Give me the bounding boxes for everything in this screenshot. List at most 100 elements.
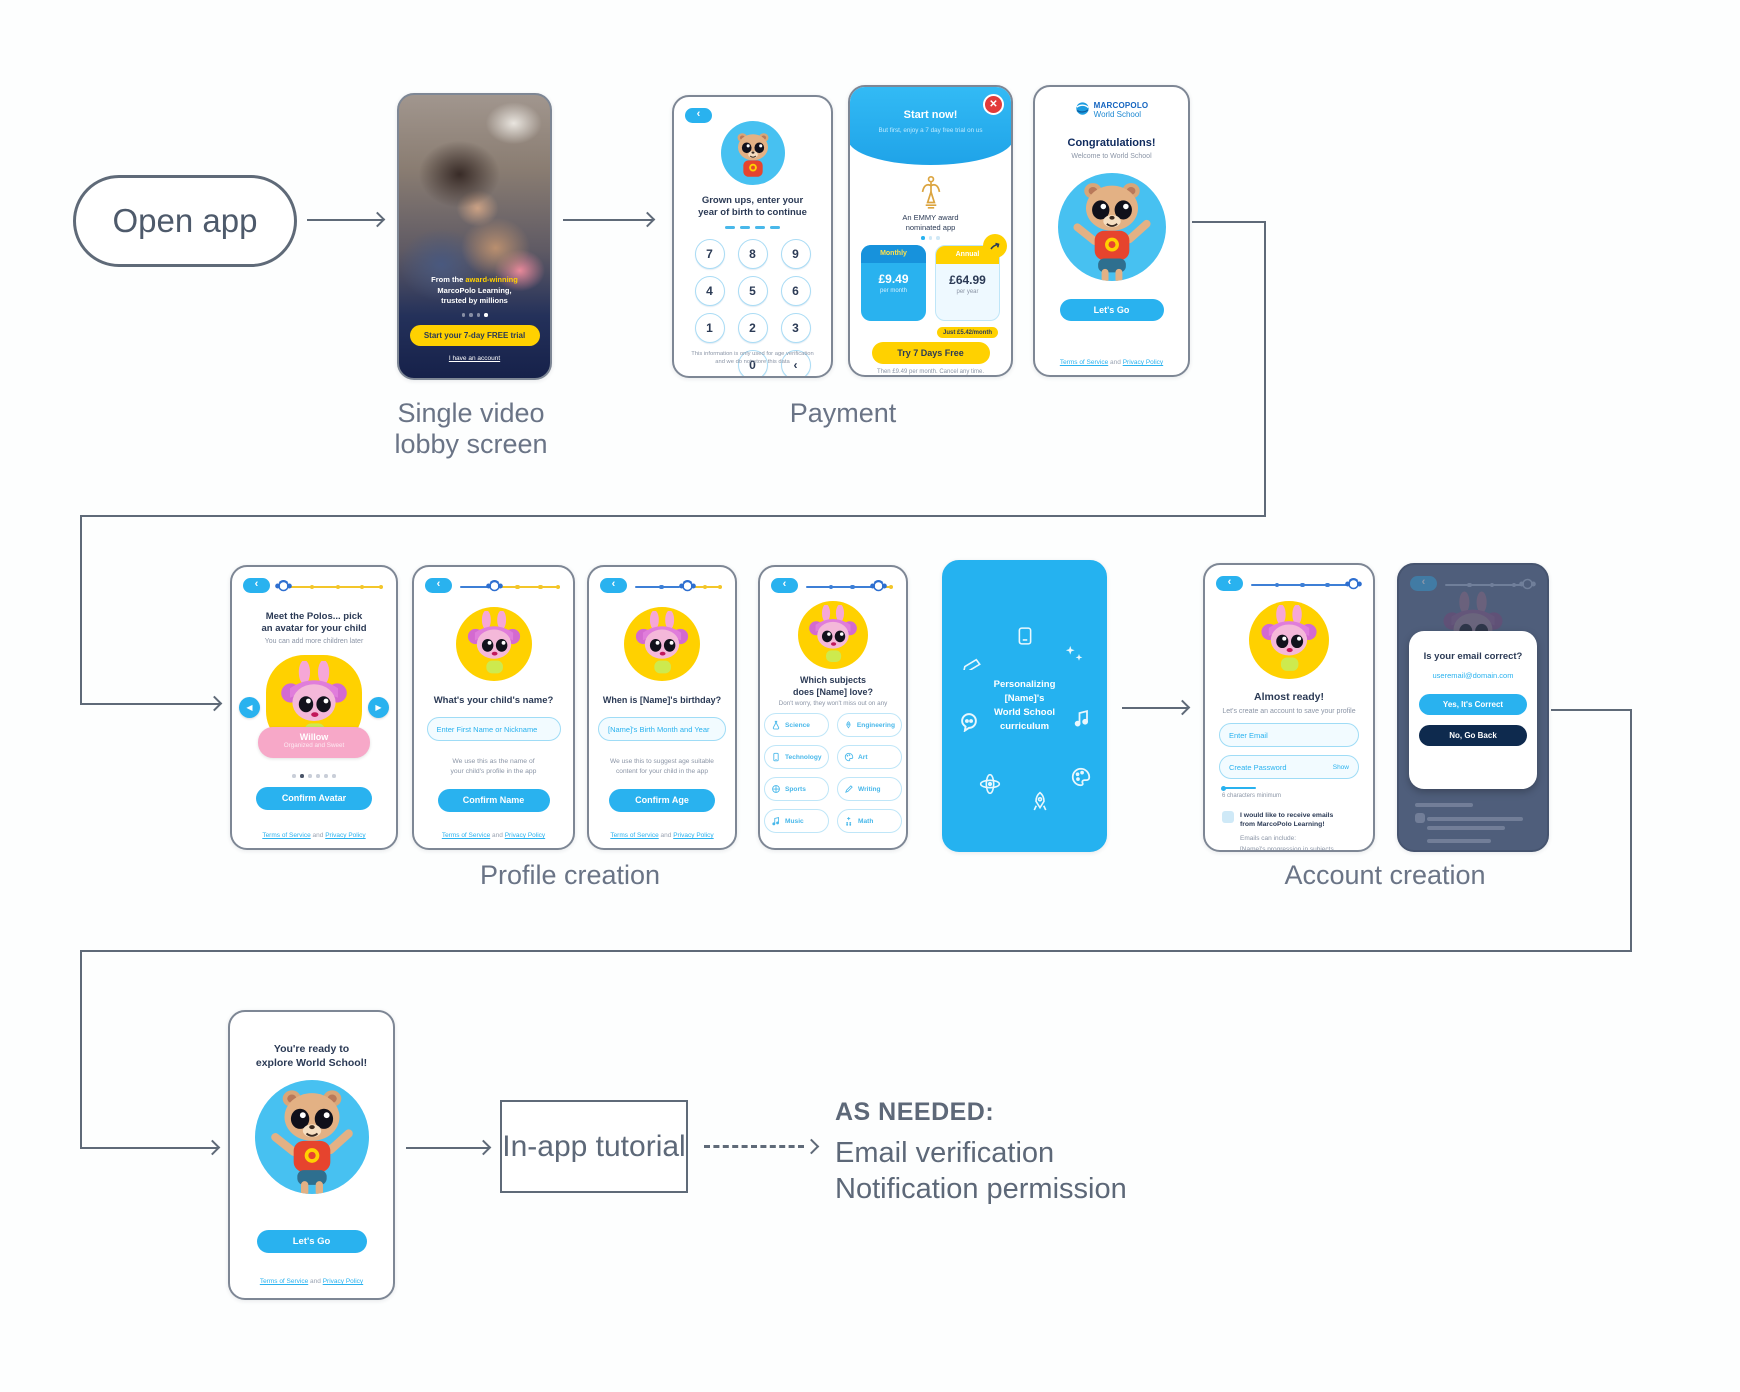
lets-go-button[interactable]: Let's Go	[1059, 299, 1164, 321]
show-password-toggle[interactable]: Show	[1332, 763, 1349, 771]
screen-video-lobby: From the award-winning MarcoPolo Learnin…	[397, 93, 552, 380]
back-button[interactable]: ‹	[1216, 576, 1243, 591]
first-name-input[interactable]: Enter First Name or Nickname	[426, 717, 561, 741]
as-needed-email-verification: Email verification	[835, 1137, 1055, 1169]
account-title: Almost ready!	[1253, 691, 1325, 703]
back-button-dimmed: ‹	[1410, 576, 1437, 591]
avatar-name: Willow	[299, 732, 329, 742]
bunny-avatar	[1249, 601, 1329, 679]
dimmed-text-bar	[1427, 826, 1505, 830]
chip-math[interactable]: Math	[837, 809, 902, 833]
willow-bunny-character-icon	[635, 611, 689, 674]
arrowhead	[369, 211, 386, 228]
globe-logo-icon	[1075, 102, 1089, 115]
birth-month-year-input[interactable]: [Name]'s Birth Month and Year	[598, 717, 726, 741]
key-8[interactable]: 8	[737, 239, 768, 269]
connector-row2-elbow-c	[80, 950, 1632, 952]
confirm-age-button[interactable]: Confirm Age	[609, 789, 715, 812]
terms-link[interactable]: Terms of Service	[259, 1278, 309, 1285]
close-icon[interactable]: ✕	[983, 94, 1004, 115]
chip-technology[interactable]: Technology	[764, 745, 829, 769]
back-button[interactable]: ‹	[685, 108, 712, 123]
legal-links: Terms of Service and Privacy Policy	[610, 832, 714, 839]
avatar-subtitle: You can add more children later	[264, 638, 364, 645]
try-free-button[interactable]: Try 7 Days Free	[871, 342, 990, 364]
key-0[interactable]: 0	[737, 350, 768, 376]
sports-ball-icon	[772, 785, 780, 793]
chip-art[interactable]: Art	[837, 745, 902, 769]
ready-title: You're ready to explore World School!	[255, 1043, 368, 1069]
email-optin-row: I would like to receive emails from Marc…	[1222, 811, 1333, 829]
key-6[interactable]: 6	[780, 276, 811, 306]
avatar-title: Meet the Polos... pick an avatar for you…	[261, 611, 367, 634]
key-7[interactable]: 7	[694, 239, 725, 269]
password-input[interactable]: Create Password Show	[1219, 755, 1359, 779]
key-9[interactable]: 9	[780, 239, 811, 269]
email-input[interactable]: Enter Email	[1219, 723, 1359, 747]
dimmed-text-bar	[1427, 817, 1523, 821]
avatar-trait: Organized and Sweet	[283, 742, 345, 749]
prev-avatar-button[interactable]: ◀	[239, 697, 260, 718]
have-account-link[interactable]: I have an account	[448, 355, 501, 362]
name-title: What's your child's name?	[433, 695, 554, 706]
password-helper: 6 characters minimum	[1222, 793, 1282, 799]
chip-music[interactable]: Music	[764, 809, 829, 833]
email-optin-label: I would like to receive emails from Marc…	[1240, 812, 1334, 828]
back-button[interactable]: ‹	[243, 578, 270, 593]
backspace-key[interactable]: ‹	[780, 350, 811, 376]
as-needed-note: AS NEEDED: Email verification Notificati…	[835, 1098, 1127, 1207]
email-correct-button[interactable]: Yes, It's Correct	[1419, 694, 1527, 715]
start-trial-button[interactable]: Start your 7-day FREE trial	[409, 325, 540, 346]
age-gate-title: Grown ups, enter your year of birth to c…	[698, 195, 807, 218]
emails-note: Emails can include:	[1240, 835, 1296, 842]
in-app-tutorial-node: In-app tutorial	[500, 1100, 688, 1193]
go-back-button[interactable]: No, Go Back	[1419, 725, 1527, 746]
willow-bunny-character-icon	[467, 611, 520, 674]
as-needed-title: AS NEEDED:	[835, 1098, 995, 1126]
best-value-badge-icon	[983, 234, 1007, 258]
subjects-subtitle: Don't worry, they won't miss out on any	[778, 700, 888, 707]
modal-email-value: useremail@domain.com	[1432, 671, 1514, 680]
legal-links: Terms of Service and Privacy Policy	[441, 832, 546, 839]
lets-go-button[interactable]: Let's Go	[256, 1230, 367, 1253]
privacy-link[interactable]: Privacy Policy	[1122, 359, 1164, 366]
terms-link[interactable]: Terms of Service	[262, 832, 311, 839]
privacy-link[interactable]: Privacy Policy	[504, 832, 546, 839]
back-button[interactable]: ‹	[425, 578, 452, 593]
monthly-plan-card[interactable]: Monthly £9.49 per month	[861, 245, 926, 321]
privacy-link[interactable]: Privacy Policy	[322, 1278, 364, 1285]
chip-engineering[interactable]: Engineering	[837, 713, 902, 737]
confirm-name-button[interactable]: Confirm Name	[437, 789, 550, 812]
screen-subjects: ‹ Which subjects does [Name] love? Don't	[758, 565, 908, 850]
email-optin-checkbox[interactable]	[1222, 811, 1234, 823]
marcopolo-logo: MARCOPOLO World School	[1035, 101, 1188, 119]
key-3[interactable]: 3	[780, 313, 811, 343]
chip-writing[interactable]: Writing	[837, 777, 902, 801]
annual-savings-pill: Just £5.42/month	[936, 327, 998, 338]
progress-bar	[635, 579, 722, 594]
chip-sports[interactable]: Sports	[764, 777, 829, 801]
technology-device-icon	[773, 752, 779, 762]
next-avatar-button[interactable]: ▶	[368, 697, 389, 718]
key-5[interactable]: 5	[737, 276, 768, 306]
connector-row2-elbow-b	[1630, 709, 1632, 952]
arrowhead	[204, 1139, 221, 1156]
chip-science[interactable]: Science	[764, 713, 829, 737]
terms-link[interactable]: Terms of Service	[441, 832, 491, 839]
back-button[interactable]: ‹	[600, 578, 627, 593]
key-4[interactable]: 4	[694, 276, 725, 306]
key-1[interactable]: 1	[694, 313, 725, 343]
back-button[interactable]: ‹	[771, 578, 798, 593]
screen-account-creation: ‹ Almost ready! Let's create an account …	[1203, 563, 1375, 852]
progress-marker-icon	[678, 580, 696, 592]
confirm-avatar-button[interactable]: Confirm Avatar	[256, 787, 372, 810]
key-2[interactable]: 2	[737, 313, 768, 343]
arrowhead	[475, 1139, 492, 1156]
privacy-link[interactable]: Privacy Policy	[325, 832, 366, 839]
connector-row1-elbow-b	[1264, 221, 1266, 517]
terms-link[interactable]: Terms of Service	[610, 832, 659, 839]
math-icon	[846, 816, 852, 826]
privacy-link[interactable]: Privacy Policy	[673, 832, 714, 839]
terms-link[interactable]: Terms of Service	[1059, 359, 1109, 366]
annual-plan-card[interactable]: Annual £64.99 per year	[935, 234, 1007, 321]
